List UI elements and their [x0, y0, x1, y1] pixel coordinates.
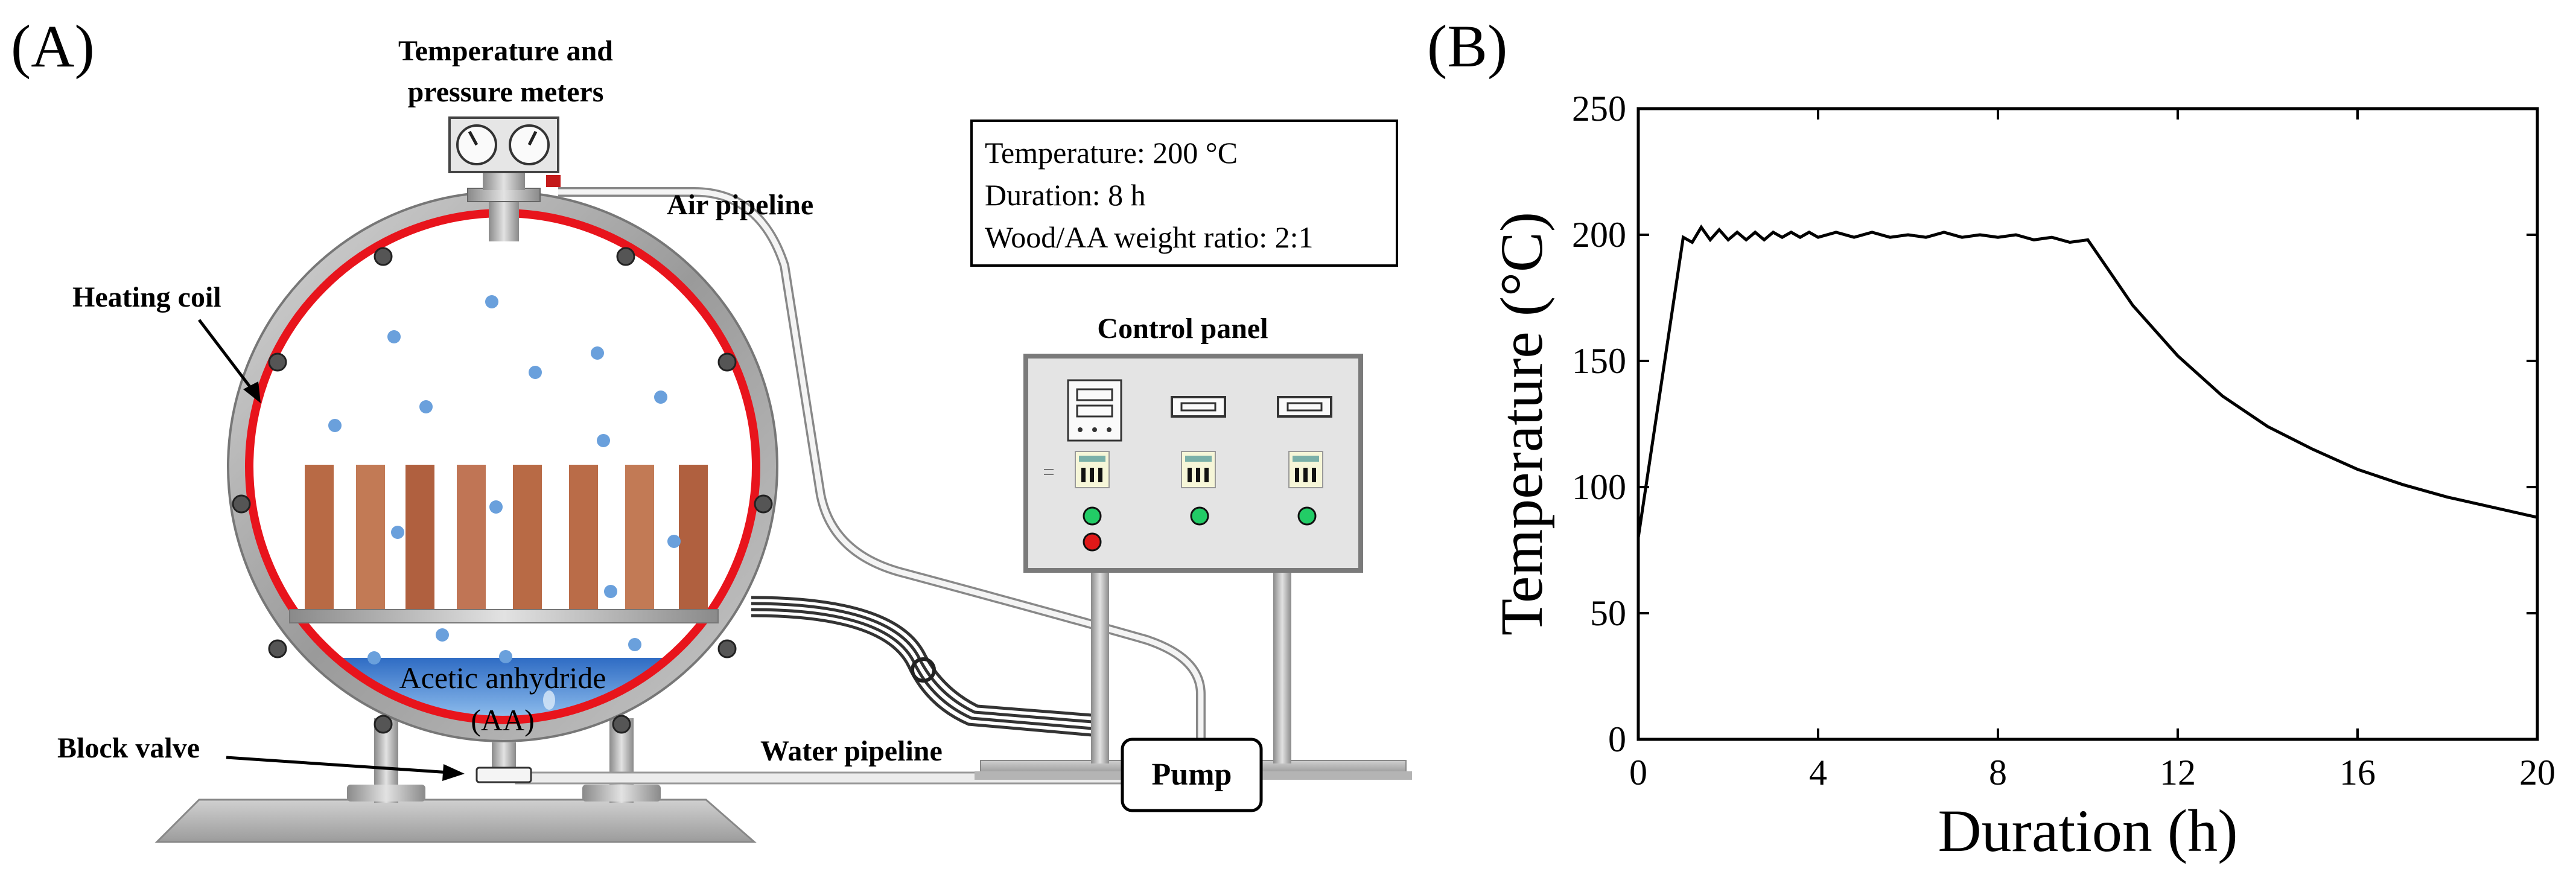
y-tick-label: 150: [1572, 341, 1626, 381]
vessel-bolts: [232, 247, 773, 734]
y-axis-label: Temperature (°C): [1488, 212, 1555, 636]
block-valve-arrow: [226, 756, 450, 774]
x-tick-label: 16: [2339, 753, 2376, 792]
conditions-box: [970, 120, 1398, 267]
port-1: [1171, 396, 1226, 418]
y-axis-ticks: 0 50 100 150 200 250: [1572, 89, 2537, 759]
vessel-base: [154, 798, 757, 843]
pump: [1121, 738, 1263, 812]
x-axis-label: Duration (h): [1938, 797, 2237, 864]
heating-coil-arrow: [198, 319, 258, 397]
heating-coil-label: Heating coil: [72, 281, 221, 313]
switch-3: [1288, 451, 1323, 488]
control-panel-label: Control panel: [1097, 313, 1268, 345]
indicator-light-green-2: [1190, 506, 1209, 526]
water-pipeline-label: Water pipeline: [760, 735, 943, 767]
indicator-light-green-1: [1083, 506, 1102, 526]
indicator-light-red: [1083, 532, 1102, 552]
panel-a-label: (A): [11, 13, 95, 80]
meters-label-line2: pressure meters: [408, 76, 604, 108]
x-tick-label: 4: [1809, 753, 1827, 792]
acetic-anhydride-label-line2: (AA): [471, 703, 535, 737]
y-tick-label: 250: [1572, 89, 1626, 129]
plot-frame: [1636, 107, 2539, 741]
conditions-temperature: Temperature: 200 °C: [985, 136, 1238, 170]
acetic-anhydride-label-line1: Acetic anhydride: [399, 661, 606, 695]
x-tick-label: 20: [2519, 753, 2555, 792]
panel-b: (B) 0 4 8 12 16 20 0 50 100 150 200 250 Duration (…: [1427, 13, 2555, 864]
x-tick-label: 8: [1989, 753, 2007, 792]
panel-a: (A): [11, 13, 1412, 843]
x-tick-label: 0: [1629, 753, 1647, 792]
conditions-ratio: Wood/AA weight ratio: 2:1: [985, 220, 1314, 254]
y-tick-label: 200: [1572, 215, 1626, 255]
indicator-light-green-3: [1297, 506, 1317, 526]
y-tick-label: 0: [1608, 719, 1626, 759]
pump-label: Pump: [1152, 757, 1232, 792]
x-tick-label: 12: [2160, 753, 2196, 792]
conditions-duration: Duration: 8 h: [985, 178, 1146, 212]
meters-label-line1: Temperature and: [398, 35, 613, 67]
y-tick-label: 100: [1572, 467, 1626, 507]
sample-shelf: [289, 609, 719, 623]
heater-cables: [751, 596, 1093, 737]
switch-1: [1075, 451, 1110, 488]
x-axis-ticks: 0 4 8 12 16 20: [1629, 109, 2555, 792]
wood-samples: [305, 465, 708, 610]
block-valve-label: Block valve: [57, 732, 200, 764]
port-2: [1277, 396, 1332, 418]
block-valve: [475, 766, 532, 783]
panel-b-label: (B): [1427, 13, 1507, 80]
air-pipeline-label: Air pipeline: [667, 189, 813, 221]
temperature-series-line: [1636, 224, 2538, 538]
switch-2: [1181, 451, 1216, 488]
y-tick-label: 50: [1590, 593, 1626, 633]
vapor-droplets: [328, 295, 681, 664]
